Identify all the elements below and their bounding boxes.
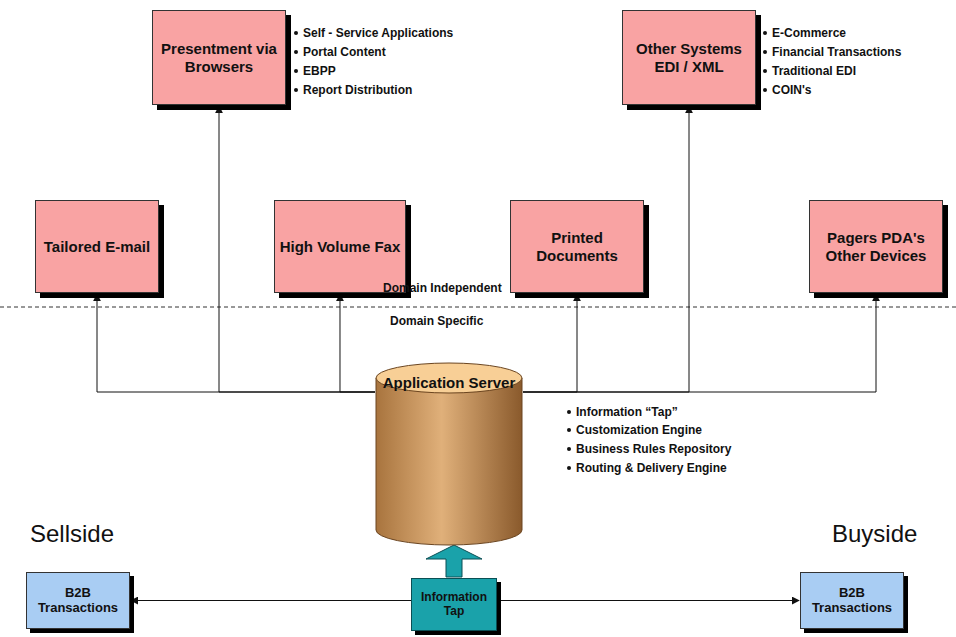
- tap-box: Information Tap: [411, 578, 497, 631]
- section-label: Sellside: [30, 520, 114, 548]
- system-box: Presentment via Browsers: [152, 10, 286, 105]
- bullet-dot: [763, 31, 767, 35]
- system-box: Other Systems EDI / XML: [622, 10, 756, 105]
- label-text: Financial Transactions: [772, 45, 901, 59]
- bullet-dot: [763, 69, 767, 73]
- section-label: Domain Specific: [390, 314, 483, 328]
- bullet-item: E-Commerce: [763, 26, 846, 40]
- label-text: Domain Independent: [383, 281, 502, 295]
- node-text: Application Server: [383, 374, 516, 391]
- bullet-item: Self - Service Applications: [294, 26, 453, 40]
- system-box: Printed Documents: [510, 200, 644, 293]
- bullet-dot: [567, 428, 571, 432]
- label-text: Report Distribution: [303, 83, 412, 97]
- bullet-dot: [567, 466, 571, 470]
- system-box: B2B Transactions: [26, 572, 130, 629]
- bullet-dot: [294, 88, 298, 92]
- system-box: B2B Transactions: [800, 572, 904, 629]
- bullet-item: Business Rules Repository: [567, 442, 731, 456]
- node-text: Other Systems EDI / XML: [623, 40, 755, 75]
- node-text: Presentment via Browsers: [153, 40, 285, 75]
- label-text: Customization Engine: [576, 423, 702, 437]
- bullet-item: COIN's: [763, 83, 812, 97]
- node-text: Pagers PDA's Other Devices: [810, 229, 942, 264]
- label-text: Routing & Delivery Engine: [576, 461, 727, 475]
- system-box: Pagers PDA's Other Devices: [809, 200, 943, 293]
- bullet-dot: [294, 31, 298, 35]
- section-label: Buyside: [832, 520, 917, 548]
- bullet-dot: [294, 50, 298, 54]
- label-text: E-Commerce: [772, 26, 846, 40]
- bullet-dot: [567, 447, 571, 451]
- node-text: B2B Transactions: [27, 586, 129, 616]
- bullet-item: EBPP: [294, 64, 336, 78]
- bullet-item: Routing & Delivery Engine: [567, 461, 727, 475]
- label-text: Domain Specific: [390, 314, 483, 328]
- bullet-dot: [567, 410, 571, 414]
- bullet-dot: [294, 69, 298, 73]
- label-text: Sellside: [30, 520, 114, 547]
- bullet-item: Traditional EDI: [763, 64, 856, 78]
- bullet-item: Report Distribution: [294, 83, 412, 97]
- bullet-item: Portal Content: [294, 45, 386, 59]
- section-label: Domain Independent: [383, 281, 502, 295]
- label-text: Business Rules Repository: [576, 442, 731, 456]
- server-cylinder: Application Server: [375, 362, 523, 546]
- label-text: Traditional EDI: [772, 64, 856, 78]
- connector: [523, 294, 577, 392]
- label-text: Portal Content: [303, 45, 386, 59]
- node-text: Printed Documents: [511, 229, 643, 264]
- connector: [340, 294, 375, 392]
- label-text: Buyside: [832, 520, 917, 547]
- label-text: COIN's: [772, 83, 812, 97]
- label-text: EBPP: [303, 64, 336, 78]
- node-text: Tailored E-mail: [44, 238, 150, 255]
- domain-divider: [0, 307, 956, 308]
- node-text: High Volume Fax: [280, 238, 401, 255]
- node-text: B2B Transactions: [801, 586, 903, 616]
- bullet-dot: [763, 50, 767, 54]
- bullet-item: Customization Engine: [567, 423, 702, 437]
- node-text: Information Tap: [412, 591, 496, 619]
- label-text: Self - Service Applications: [303, 26, 453, 40]
- bullet-item: Information “Tap”: [567, 405, 678, 419]
- block-arrow: [426, 545, 482, 577]
- system-box: High Volume Fax: [274, 200, 407, 293]
- connector: [97, 294, 375, 392]
- bullet-dot: [763, 88, 767, 92]
- label-text: Information “Tap”: [576, 405, 678, 419]
- system-box: Tailored E-mail: [35, 200, 159, 293]
- bullet-item: Financial Transactions: [763, 45, 901, 59]
- connector: [523, 294, 876, 392]
